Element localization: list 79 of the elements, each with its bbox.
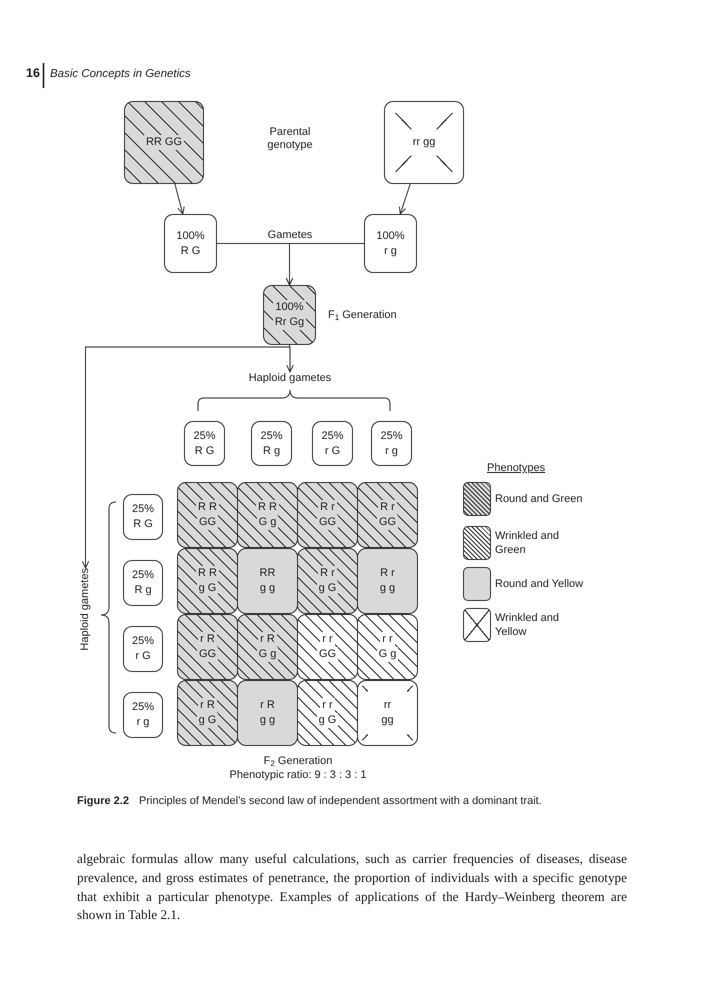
body-paragraph: algebraic formulas allow many useful calculations, such as carrier frequencies of diseases, disease prevalence, and gross estimates of penetrance, the proportion of individuals with a specific genotype that exhibit a particular phenotype. Examples of applications of the Hardy–Weinberg theorem are shown in Table 2.1.	[77, 850, 627, 924]
punnett-cell	[237, 680, 298, 746]
genotype-box	[263, 285, 316, 345]
generation-label: F$_{2}$ Generation	[264, 755, 332, 768]
genotype-label: GG	[376, 515, 398, 530]
gamete-box	[123, 494, 163, 540]
punnett-cell	[177, 548, 238, 614]
arrow	[286, 243, 364, 286]
genotype-label: r r	[380, 632, 395, 647]
gamete-box	[251, 421, 292, 466]
gamete-box	[312, 421, 353, 466]
punnett-cell	[297, 482, 358, 548]
genotype-label: G g	[256, 515, 278, 530]
genotype-label: GG	[316, 515, 338, 530]
genotype-label: r R	[258, 632, 277, 647]
legend-label: Wrinkled and Green	[495, 529, 560, 557]
genotype-label: r r	[320, 632, 335, 647]
legend-label: Round and Yellow	[495, 577, 584, 591]
gamete-box	[371, 421, 412, 466]
percentage-label: 100%	[273, 300, 306, 315]
genotype-label: RR GG	[144, 135, 184, 150]
genotype-label: g G	[196, 713, 218, 728]
heading-label: Gametes	[268, 229, 312, 242]
genotype-label: R g	[260, 444, 282, 458]
figure-caption: Figure 2.2 Principles of Mendel’s second law of independent assortment with a dominant trait.	[77, 795, 542, 808]
punnett-cell	[357, 482, 418, 548]
genotype-label: r R	[198, 632, 217, 647]
legend-label: Round and Green	[495, 492, 582, 506]
gamete-box	[123, 560, 163, 606]
punnett-cell	[237, 614, 298, 680]
generation-label: F$_{1}$ Generation	[328, 308, 397, 322]
genotype-label: r r	[320, 698, 335, 713]
punnett-cell	[177, 614, 238, 680]
genotype-label: R r	[318, 500, 337, 515]
gamete-box	[364, 214, 417, 273]
genotype-label: G g	[256, 647, 278, 662]
gamete-box	[164, 214, 217, 273]
gamete-box	[184, 421, 225, 466]
ratio-label: Phenotypic ratio: 9 : 3 : 3 : 1	[230, 769, 366, 782]
page-number: 16	[26, 67, 40, 80]
legend-title: Phenotypes	[487, 462, 546, 475]
punnett-cell	[297, 680, 358, 746]
arrow	[286, 344, 294, 372]
genotype-label: R g	[132, 583, 154, 598]
genotype-label: R R	[256, 500, 279, 515]
genotype-label: R r	[378, 500, 397, 515]
punnett-cell	[177, 680, 238, 746]
punnett-cell	[177, 482, 238, 548]
genotype-label: G g	[376, 647, 398, 662]
punnett-cell	[357, 548, 418, 614]
genotype-label: Rr Gg	[272, 315, 306, 330]
genotype-label: r R	[198, 698, 217, 713]
heading-label: Parental genotype	[267, 126, 313, 152]
gamete-box	[123, 692, 163, 738]
arrow	[398, 184, 411, 214]
running-header: Basic Concepts in Genetics	[50, 68, 191, 81]
genotype-box	[124, 101, 204, 184]
genotype-box	[384, 101, 464, 184]
genotype-label: R R	[196, 566, 219, 581]
punnett-cell	[357, 614, 418, 680]
genotype-label: R r	[318, 566, 337, 581]
genotype-label: R R	[196, 500, 219, 515]
legend-label: Wrinkled and Yellow	[495, 611, 560, 639]
genotype-label: GG	[316, 647, 338, 662]
group-label: Haploid gametes	[248, 372, 332, 385]
punnett-cell	[297, 614, 358, 680]
group-label: Haploid gametes	[79, 568, 92, 651]
arrow	[82, 344, 290, 568]
genotype-label: g G	[316, 713, 338, 728]
genotype-label: g G	[196, 581, 218, 596]
genotype-label: g G	[316, 581, 338, 596]
punnett-cell	[357, 680, 418, 746]
punnett-cell	[237, 482, 298, 548]
gamete-box	[123, 626, 163, 672]
punnett-cell	[237, 548, 298, 614]
genotype-label: GG	[196, 515, 218, 530]
arrow	[174, 184, 185, 214]
genotype-label: GG	[196, 647, 218, 662]
punnett-cell	[297, 548, 358, 614]
